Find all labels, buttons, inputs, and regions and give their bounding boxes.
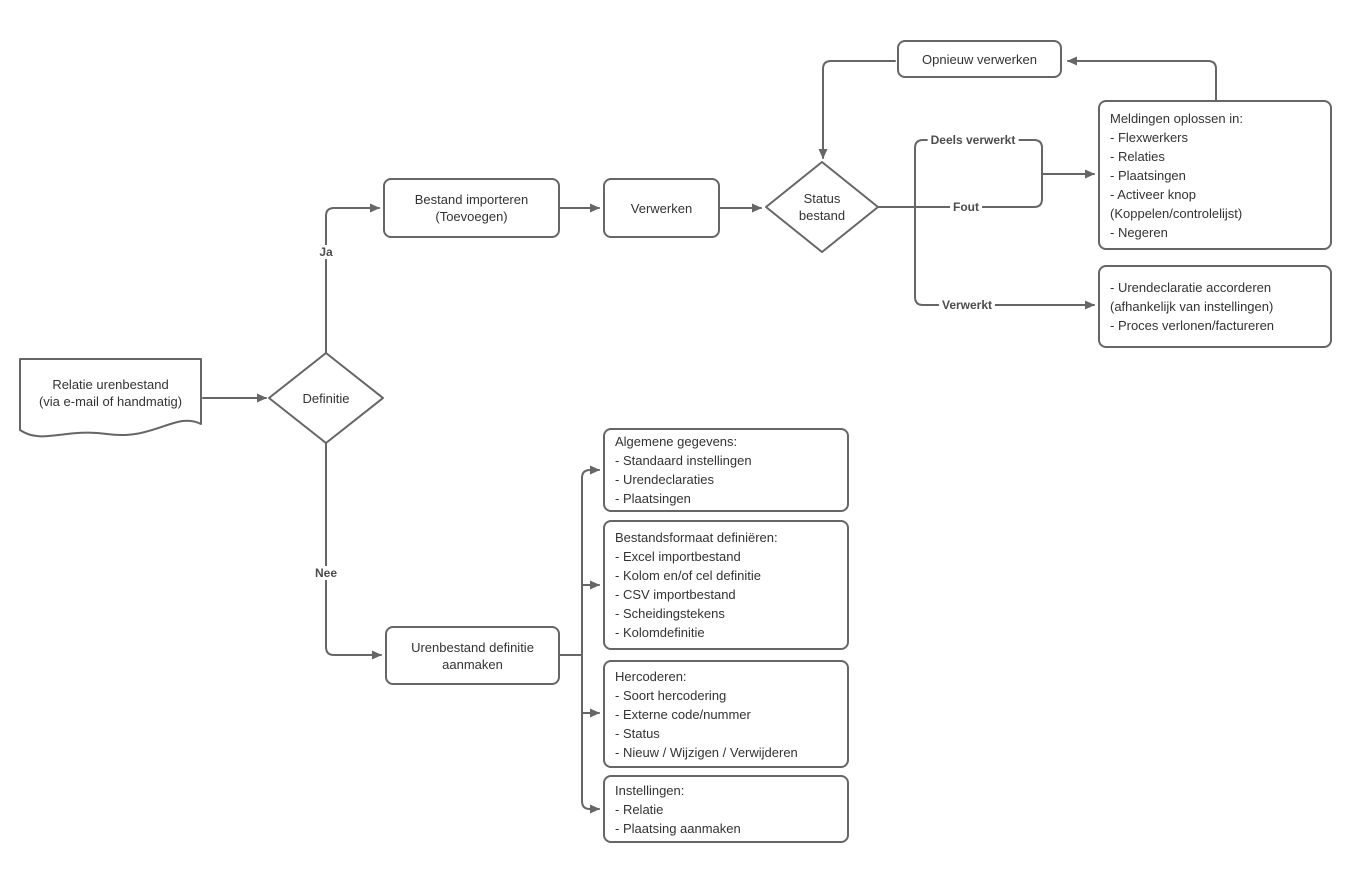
verwerken-label: Verwerken <box>630 200 693 216</box>
hercoderen-line5: - Nieuw / Wijzigen / Verwijderen <box>615 744 798 760</box>
bestandsformaat-line2: - Excel importbestand <box>615 549 741 564</box>
urendeclaratie-line3: - Proces verlonen/factureren <box>1110 318 1275 333</box>
bestand-importeren-box: Bestand importeren (Toevoegen) <box>383 178 560 238</box>
algemene-line4: - Plaatsingen <box>615 491 691 506</box>
definitie-diamond <box>268 352 384 444</box>
meldingen-oplossen-box: Meldingen oplossen in: - Flexwerkers - R… <box>1098 100 1332 250</box>
edge-label-verwerkt: Verwerkt <box>938 298 996 312</box>
connector-verwerkt-branch <box>914 206 1095 310</box>
status-bestand-decision: Status bestand <box>766 162 878 252</box>
urenbestand-definitie-line1: Urenbestand definitie <box>411 639 534 655</box>
algemene-line3: - Urendeclaraties <box>615 472 714 487</box>
urendeclaratie-line1: - Urendeclaratie accorderen <box>1110 280 1272 295</box>
edge-label-deels-verwerkt: Deels verwerkt <box>927 133 1019 147</box>
edge-label-nee: Nee <box>311 566 341 580</box>
instellingen-line2: - Relatie <box>615 801 664 817</box>
bestandsformaat-line5: - Scheidingstekens <box>615 606 725 621</box>
bestandsformaat-line1: Bestandsformaat definiëren: <box>615 530 778 545</box>
hercoderen-line1: Hercoderen: <box>615 668 687 684</box>
document-shape <box>19 358 202 438</box>
algemene-gegevens-box: Algemene gegevens: - Standaard instellin… <box>603 428 849 512</box>
bestand-importeren-line2: (Toevoegen) <box>435 209 508 224</box>
hercoderen-line3: - Externe code/nummer <box>615 706 751 722</box>
bestandsformaat-line3: - Kolom en/of cel definitie <box>615 568 761 583</box>
edge-label-ja: Ja <box>316 245 336 259</box>
status-bestand-diamond <box>765 161 879 253</box>
opnieuw-verwerken-label: Opnieuw verwerken <box>922 51 1037 67</box>
urendeclaratie-box: - Urendeclaratie accorderen (afhankelijk… <box>1098 265 1332 348</box>
meldingen-line5: - Activeer knop <box>1110 186 1196 202</box>
relatie-urenbestand-line2: (via e-mail of handmatig) <box>38 394 183 409</box>
bestand-importeren-line1: Bestand importeren <box>414 192 529 207</box>
algemene-line1: Algemene gegevens: <box>615 434 738 449</box>
opnieuw-verwerken-box: Opnieuw verwerken <box>897 40 1062 78</box>
meldingen-line4: - Plaatsingen <box>1110 167 1186 183</box>
meldingen-line3: - Relaties <box>1110 148 1165 164</box>
instellingen-line3: - Plaatsing aanmaken <box>615 820 741 836</box>
meldingen-line6: (Koppelen/controlelijst) <box>1110 205 1243 221</box>
meldingen-line2: - Flexwerkers <box>1110 129 1189 145</box>
urendeclaratie-line2: (afhankelijk van instellingen) <box>1110 299 1274 314</box>
bestandsformaat-line4: - CSV importbestand <box>615 587 736 602</box>
connector-deels-verwerkt-branch <box>914 139 1043 208</box>
relatie-urenbestand-document: Relatie urenbestand (via e-mail of handm… <box>20 359 201 427</box>
urenbestand-definitie-line2: aanmaken <box>442 656 503 672</box>
connector-opnieuw-to-status <box>818 60 896 159</box>
hercoderen-line4: - Status <box>615 725 660 741</box>
definitie-decision: Definitie <box>269 353 383 443</box>
hercoderen-box: Hercoderen: - Soort hercodering - Extern… <box>603 660 849 768</box>
connector-to-algemene <box>581 465 600 656</box>
verwerken-box: Verwerken <box>603 178 720 238</box>
definitie-label: Definitie <box>302 390 350 406</box>
algemene-line2: - Standaard instellingen <box>615 453 752 468</box>
urenbestand-definitie-box: Urenbestand definitie aanmaken <box>385 626 560 685</box>
bestandsformaat-line6: - Kolomdefinitie <box>615 625 705 640</box>
connector-to-instellingen <box>581 654 600 814</box>
meldingen-line7: - Negeren <box>1110 224 1168 240</box>
meldingen-line1: Meldingen oplossen in: <box>1110 110 1243 126</box>
status-bestand-line1: Status <box>803 191 841 206</box>
edge-label-fout: Fout <box>950 200 982 214</box>
instellingen-box: Instellingen: - Relatie - Plaatsing aanm… <box>603 775 849 843</box>
status-bestand-line2: bestand <box>798 208 846 223</box>
connector-nee-branch <box>325 442 382 660</box>
connector-fout-branch <box>914 173 1043 208</box>
instellingen-line1: Instellingen: <box>615 782 685 798</box>
hercoderen-line2: - Soort hercodering <box>615 687 727 703</box>
connector-ja-branch <box>325 203 380 354</box>
bestandsformaat-box: Bestandsformaat definiëren: - Excel impo… <box>603 520 849 650</box>
relatie-urenbestand-line1: Relatie urenbestand <box>52 377 169 392</box>
connector-meldingen-to-opnieuw <box>1067 56 1217 101</box>
